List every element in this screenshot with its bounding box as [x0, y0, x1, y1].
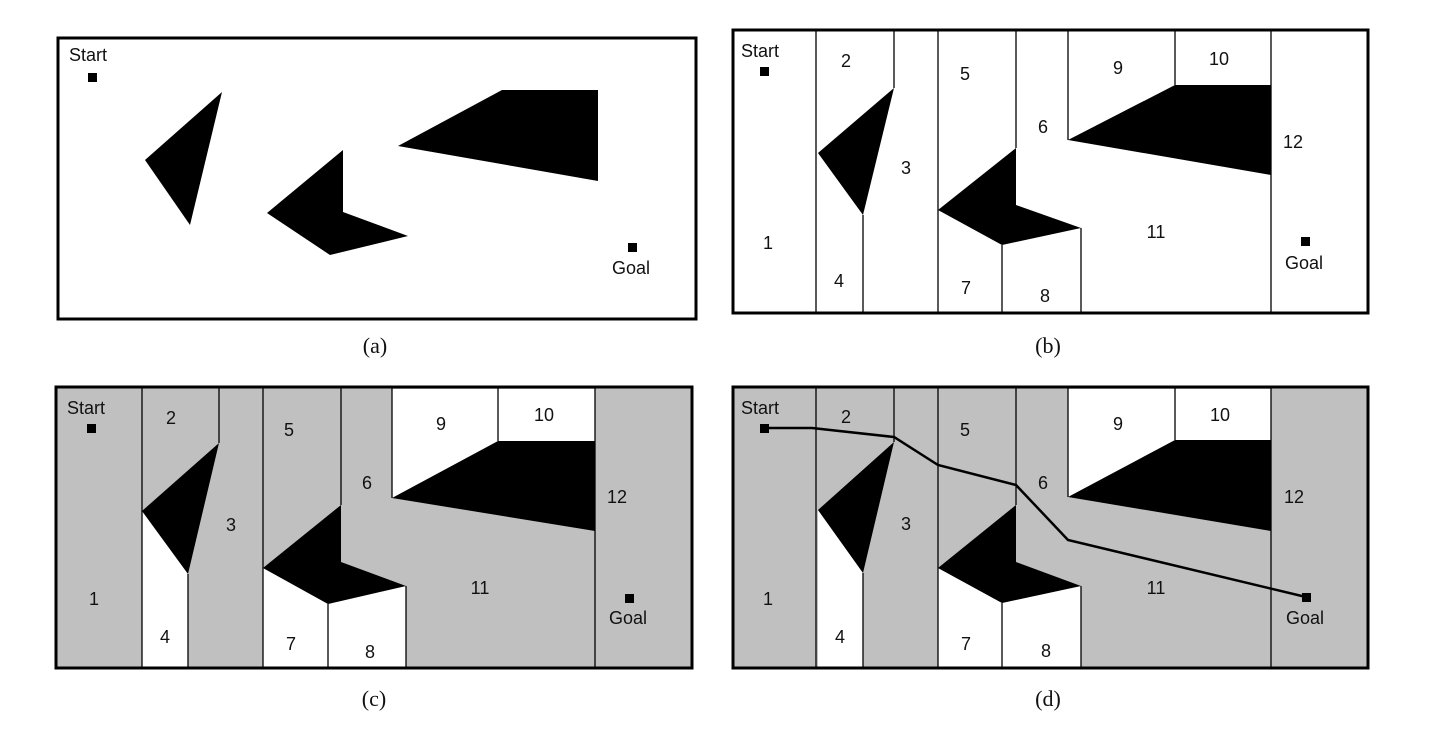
goal-label: Goal — [612, 258, 650, 278]
cell-label-5: 5 — [960, 420, 970, 440]
panel-a: Start Goal (a) — [56, 36, 698, 358]
cell-label-9: 9 — [1113, 414, 1123, 434]
solution-path — [764, 426, 1307, 599]
cell-labels: 1 2 3 4 5 6 7 8 9 10 11 12 — [763, 49, 1303, 306]
panel-b: 1 2 3 4 5 6 7 8 9 10 11 12 Start Goal (b… — [731, 28, 1370, 358]
cell-10-unshaded — [1175, 389, 1271, 440]
cell-label-3: 3 — [226, 515, 236, 535]
start-marker — [88, 73, 97, 82]
cell-labels: 1 2 3 4 5 6 7 8 9 10 11 12 — [89, 405, 627, 662]
workspace-border — [56, 36, 698, 321]
cell-label-1: 1 — [763, 233, 773, 253]
workspace-border — [731, 28, 1370, 315]
obstacle-trapezoid — [398, 90, 598, 181]
obstacle-trapezoid — [1068, 85, 1271, 175]
cell-label-2: 2 — [841, 51, 851, 71]
obstacle-quad — [938, 505, 1081, 603]
cell-label-2: 2 — [841, 407, 851, 427]
cell-label-12: 12 — [1283, 132, 1303, 152]
obstacle-triangle — [142, 443, 219, 574]
goal-label: Goal — [1285, 253, 1323, 273]
obstacle-triangle — [145, 92, 222, 225]
caption-a: (a) — [363, 333, 387, 358]
cell-labels: 1 2 3 4 5 6 7 8 9 10 11 12 — [763, 405, 1304, 661]
cell-label-8: 8 — [1040, 286, 1050, 306]
cell-label-7: 7 — [286, 634, 296, 654]
start-marker — [87, 424, 96, 433]
cell-label-3: 3 — [901, 158, 911, 178]
cell-label-3: 3 — [901, 514, 911, 534]
cell-label-9: 9 — [436, 414, 446, 434]
cell-label-1: 1 — [763, 589, 773, 609]
cell-label-7: 7 — [961, 278, 971, 298]
goal-label: Goal — [609, 608, 647, 628]
start-label: Start — [741, 398, 779, 418]
goal-marker — [1301, 237, 1310, 246]
obstacles — [145, 90, 598, 255]
cell-label-2: 2 — [166, 408, 176, 428]
goal-marker — [625, 594, 634, 603]
obstacles — [818, 440, 1271, 603]
panel-d: 1 2 3 4 5 6 7 8 9 10 11 12 Start Goal (d… — [731, 385, 1370, 711]
cell-label-10: 10 — [1210, 405, 1230, 425]
cell-label-6: 6 — [1038, 473, 1048, 493]
cell-label-10: 10 — [534, 405, 554, 425]
cell-label-11: 11 — [1147, 578, 1166, 598]
cell-10-unshaded — [498, 389, 595, 441]
cell-label-12: 12 — [1284, 487, 1304, 507]
cell-label-4: 4 — [160, 627, 170, 647]
goal-marker — [628, 243, 637, 252]
obstacle-trapezoid — [1068, 440, 1271, 531]
cell-label-4: 4 — [834, 271, 844, 291]
goal-label: Goal — [1286, 608, 1324, 628]
goal-marker — [1302, 593, 1311, 602]
cell-7-unshaded — [938, 568, 1002, 667]
cell-label-7: 7 — [961, 634, 971, 654]
obstacle-quad — [938, 148, 1081, 245]
cell-boundaries — [815, 30, 1272, 313]
cell-boundaries — [141, 387, 596, 668]
start-label: Start — [67, 398, 105, 418]
cell-4-unshaded — [142, 511, 188, 667]
cell-label-6: 6 — [362, 473, 372, 493]
start-marker — [760, 67, 769, 76]
cell-label-10: 10 — [1209, 49, 1229, 69]
cell-label-11: 11 — [471, 578, 490, 598]
cell-4-unshaded — [818, 510, 863, 667]
cell-8-unshaded — [1002, 586, 1081, 667]
cell-label-1: 1 — [89, 589, 99, 609]
obstacles — [818, 85, 1271, 245]
cell-label-5: 5 — [960, 64, 970, 84]
cell-label-6: 6 — [1038, 117, 1048, 137]
obstacle-trapezoid — [392, 441, 595, 531]
start-marker — [760, 424, 769, 433]
cell-label-4: 4 — [835, 627, 845, 647]
obstacle-quad — [263, 505, 406, 604]
cell-label-8: 8 — [365, 642, 375, 662]
cell-label-12: 12 — [607, 487, 627, 507]
workspace-border — [54, 385, 694, 670]
cell-label-11: 11 — [1147, 222, 1166, 242]
obstacle-triangle — [818, 88, 894, 215]
caption-c: (c) — [362, 686, 386, 711]
obstacles — [142, 441, 595, 604]
cell-label-9: 9 — [1113, 58, 1123, 78]
obstacle-triangle — [818, 442, 894, 573]
caption-b: (b) — [1035, 333, 1061, 358]
workspace-border — [731, 385, 1370, 670]
obstacle-quad — [267, 150, 408, 255]
caption-d: (d) — [1035, 686, 1061, 711]
start-label: Start — [69, 45, 107, 65]
cell-label-5: 5 — [284, 420, 294, 440]
panel-c: 1 2 3 4 5 6 7 8 9 10 11 12 Start Goal (c… — [54, 385, 694, 711]
cell-label-8: 8 — [1041, 641, 1051, 661]
start-label: Start — [741, 41, 779, 61]
cell-8-unshaded — [328, 586, 406, 667]
cell-7-unshaded — [263, 568, 328, 667]
